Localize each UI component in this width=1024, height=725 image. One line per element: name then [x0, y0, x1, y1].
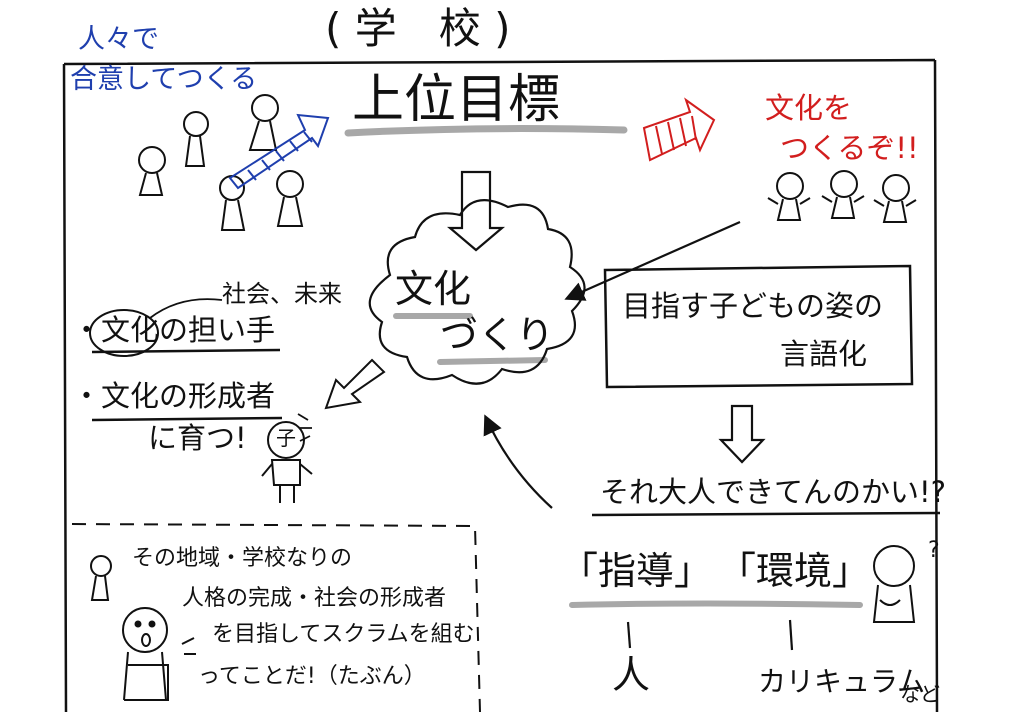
speaker-figure [90, 555, 196, 701]
summary-line-3: を目指してスクラムを組む [212, 622, 475, 647]
goal-label: 上位目標 [352, 70, 561, 130]
make-culture-line-2: つくるぞ!! [780, 131, 919, 165]
consensus-line-1: 人々で [78, 24, 159, 55]
environment-label: 「環境」 [718, 549, 871, 593]
environment-line [788, 619, 794, 651]
curriculum-label: カリキュラム [758, 665, 926, 698]
children-group-right [767, 170, 917, 223]
item2-underline [91, 416, 283, 422]
people-label: 人 [612, 653, 651, 697]
item1-underline [91, 348, 281, 354]
make-culture-line-1: 文化を [765, 91, 853, 125]
society-note: 社会、未来 [222, 280, 342, 308]
child-label: 子 [276, 426, 296, 450]
thinking-figure [872, 545, 916, 623]
culture-cloud [368, 199, 586, 385]
adults-question: それ大人できてんのかい!? [600, 475, 947, 509]
people-group-left [138, 94, 304, 231]
etc-label: など [900, 682, 940, 706]
cloud-text-making: づくり [440, 313, 555, 357]
vision-box [603, 264, 914, 389]
cloud-underline-2 [437, 357, 548, 365]
summary-line-2: 人格の完成・社会の形成者 [182, 586, 447, 611]
guidance-underline [569, 600, 863, 608]
vision-text: 目指す子どもの姿の [622, 289, 884, 323]
note-connector [149, 298, 223, 319]
cloud-text-culture: 文化 [395, 267, 472, 311]
question-mark: ? [928, 538, 940, 563]
bottom-to-cloud-arrow [483, 414, 553, 509]
cloud-to-child-arrow [324, 358, 386, 410]
bearer-item: ・文化の担い手 [72, 313, 276, 347]
page-title: ( 学 校 ) [325, 4, 511, 53]
culture-circle [89, 309, 159, 357]
child-head [267, 421, 305, 459]
former-item: ・文化の形成者 [72, 379, 276, 413]
guidance-label: 「指導」 [560, 549, 713, 593]
grow-text: に育つ! [148, 421, 247, 455]
child-body [261, 459, 313, 503]
frame-border [62, 58, 939, 713]
question-underline [591, 511, 941, 517]
consensus-line-2: 合意してつくる [70, 64, 258, 95]
summary-line-1: その地域・学校なりの [132, 546, 353, 571]
children-to-cloud-arrow [564, 220, 741, 301]
blue-arrow [228, 113, 330, 190]
goal-down-arrow [446, 170, 506, 252]
summary-line-4: ってことだ!（たぶん） [198, 664, 426, 689]
box-down-arrow [718, 404, 766, 464]
goal-underline [344, 125, 628, 137]
red-arrow [642, 97, 716, 162]
guidance-line [626, 621, 632, 649]
verbalize-text: 言語化 [780, 337, 868, 371]
